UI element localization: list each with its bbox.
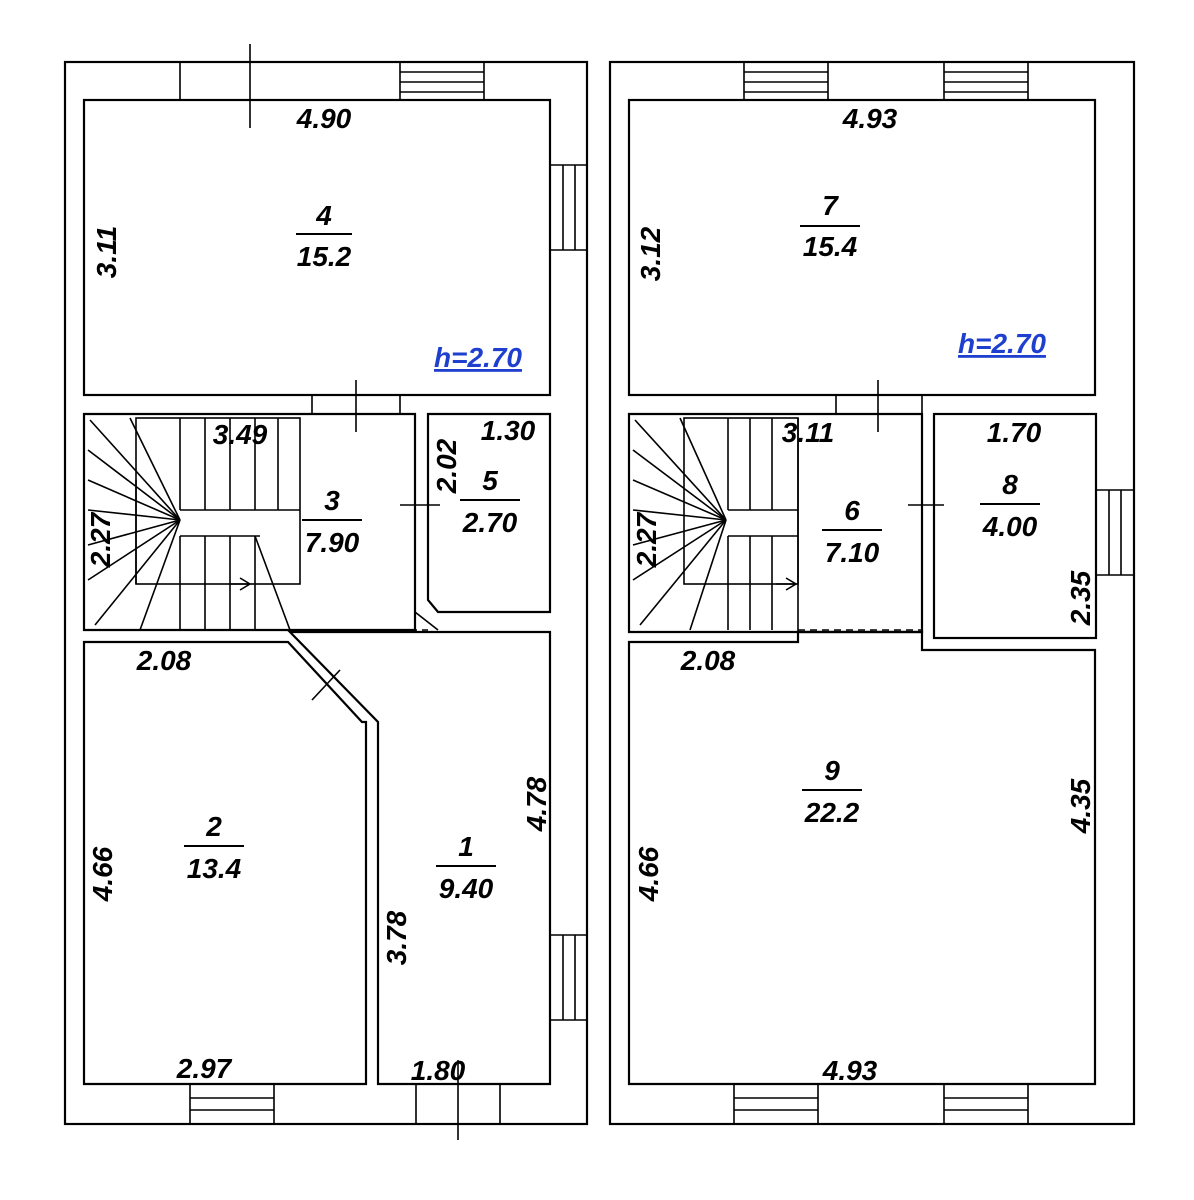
dim-label: 4.35 — [1065, 778, 1096, 834]
room-3-area: 7.90 — [305, 527, 360, 558]
room-4-area: 15.2 — [297, 241, 352, 272]
room-2-outline — [82, 640, 368, 1086]
dim-label: 4.93 — [842, 103, 898, 134]
dimensions-floor-2: 4.93 3.12 3.11 2.27 1.70 2.35 2.08 4.66 … — [631, 103, 1096, 1086]
dim-label: 3.11 — [91, 226, 122, 278]
dim-label: 3.11 — [782, 417, 834, 448]
ceiling-height-floor-2: h=2.70 — [958, 328, 1046, 359]
room-4-number: 4 — [315, 200, 332, 231]
room-1-number: 1 — [458, 831, 474, 862]
room-5-label: 5 2.70 — [460, 465, 520, 538]
room-2-number: 2 — [205, 811, 222, 842]
windows-floor-1 — [179, 62, 587, 1124]
room-2-label: 2 13.4 — [184, 811, 244, 884]
room-4-label: 4 15.2 — [296, 200, 352, 272]
room-3-number: 3 — [324, 485, 340, 516]
room-5-number: 5 — [482, 465, 498, 496]
staircase-2 — [632, 417, 799, 642]
room-1-label: 1 9.40 — [436, 831, 496, 904]
floor-1-plan: 4 15.2 3 7.90 5 2.70 2 13.4 1 9.40 h=2.7… — [63, 44, 589, 1140]
dim-label: 1.80 — [411, 1055, 466, 1086]
dim-label: 1.30 — [481, 415, 536, 446]
room-7-number: 7 — [822, 190, 839, 221]
dim-label: 2.02 — [431, 438, 462, 494]
dim-label: 4.78 — [521, 776, 552, 832]
room-1-outline — [287, 630, 552, 1086]
dim-label: 4.93 — [822, 1055, 878, 1086]
room-8-label: 8 4.00 — [980, 469, 1040, 542]
dim-label: 4.66 — [633, 846, 664, 902]
dim-label: 4.66 — [87, 846, 118, 902]
room-7-label: 7 15.4 — [800, 190, 860, 262]
room-9-outline — [627, 630, 1097, 1086]
room-9-area: 22.2 — [804, 797, 860, 828]
dim-label: 2.08 — [136, 645, 192, 676]
floor-2-outer-wall — [608, 60, 1136, 1126]
room-9-label: 9 22.2 — [802, 755, 862, 828]
room-7-area: 15.4 — [803, 231, 858, 262]
room-8-number: 8 — [1002, 469, 1018, 500]
dim-label: 2.08 — [680, 645, 736, 676]
dim-label: 3.78 — [381, 910, 412, 965]
wall-corner — [414, 611, 439, 631]
room-5-area: 2.70 — [462, 507, 518, 538]
dim-label: 3.49 — [213, 419, 268, 450]
dim-label: 2.35 — [1065, 570, 1096, 626]
room-2-area: 13.4 — [187, 853, 242, 884]
room-1-area: 9.40 — [439, 873, 494, 904]
dim-label: 3.12 — [635, 226, 666, 281]
dim-label: 2.97 — [176, 1053, 233, 1084]
room-6-label: 6 7.10 — [822, 495, 882, 568]
room-3-label: 3 7.90 — [302, 485, 362, 558]
floor-2-plan: 7 15.4 6 7.10 8 4.00 9 22.2 h=2.70 4.93 … — [608, 60, 1136, 1126]
room-4-outline — [82, 98, 552, 397]
room-6-area: 7.10 — [825, 537, 880, 568]
dim-label: 2.27 — [631, 511, 662, 568]
room-9-number: 9 — [824, 755, 840, 786]
room-6-number: 6 — [844, 495, 860, 526]
doors-floor-2 — [835, 380, 944, 506]
staircase-1 — [87, 417, 301, 631]
dimensions-floor-1: 4.90 3.11 3.49 2.27 1.30 2.02 2.08 4.66 … — [85, 103, 552, 1086]
room-8-outline — [932, 412, 1098, 640]
doors-floor-1 — [249, 44, 459, 1140]
room-8-area: 4.00 — [982, 511, 1038, 542]
dim-label: 2.27 — [85, 511, 116, 568]
floor-1-outer-wall — [63, 60, 589, 1126]
room-5-outline — [426, 412, 552, 614]
dim-label: 4.90 — [296, 103, 352, 134]
ceiling-height-floor-1: h=2.70 — [434, 342, 522, 373]
room-7-outline — [627, 98, 1097, 397]
windows-floor-2 — [733, 62, 1134, 1124]
dim-label: 1.70 — [987, 417, 1042, 448]
room-6-outline — [627, 412, 924, 634]
